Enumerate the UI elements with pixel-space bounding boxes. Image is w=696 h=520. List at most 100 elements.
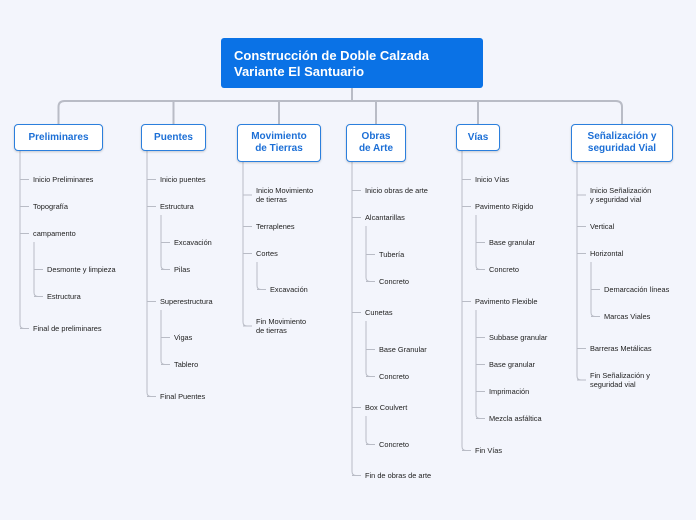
topic-label: Final de preliminares	[33, 324, 102, 333]
connector-curve	[146, 392, 152, 397]
topic-node[interactable]: Barreras Metálicas	[590, 344, 652, 353]
topic-node[interactable]: Base granular	[489, 238, 535, 247]
topic-label: Cunetas	[365, 308, 393, 317]
topic-label: y seguridad vial	[590, 195, 642, 204]
connector-curve	[475, 414, 481, 419]
branch-label: de Tierras	[255, 143, 303, 154]
connector-curve	[351, 471, 357, 476]
topic-node[interactable]: Terraplenes	[256, 222, 295, 231]
connector-curve	[365, 372, 371, 377]
topic-node[interactable]: Inicio Vías	[475, 175, 509, 184]
branch-label: Puentes	[154, 131, 193, 143]
topic-node[interactable]: Estructura	[160, 202, 194, 211]
topic-label: de tierras	[256, 195, 287, 204]
topic-node[interactable]: Pavimento Flexible	[475, 297, 537, 306]
connector-curve	[365, 440, 371, 445]
branch-node[interactable]: Vías	[456, 124, 500, 151]
topic-node[interactable]: Desmonte y limpieza	[47, 265, 116, 274]
branch-label: seguridad Vial	[587, 143, 657, 154]
root-node[interactable]: Construcción de Doble Calzada Variante E…	[221, 38, 483, 88]
connector-curve	[590, 312, 596, 317]
root-title-line-2: Variante El Santuario	[234, 64, 365, 79]
topic-label: Inicio Vías	[475, 175, 510, 184]
topic-node[interactable]: Fin Vías	[475, 446, 502, 455]
topic-node[interactable]: Concreto	[379, 440, 409, 449]
topic-node[interactable]: Demarcación líneas	[604, 285, 669, 294]
topic-label: Inicio puentes	[160, 175, 206, 184]
topic-node[interactable]: Inicio puentes	[160, 175, 206, 184]
topic-node[interactable]: Horizontal	[590, 249, 623, 258]
topic-node[interactable]: Final de preliminares	[33, 324, 102, 333]
connector-curve	[33, 292, 39, 297]
topic-label: Terraplenes	[256, 222, 295, 231]
topic-label: Superestructura	[160, 297, 213, 306]
topic-node[interactable]: Imprimación	[489, 387, 529, 396]
topic-node[interactable]: Final Puentes	[160, 392, 205, 401]
topic-label: Tubería	[379, 250, 405, 259]
branch-node[interactable]: Puentes	[141, 124, 206, 151]
topic-node[interactable]: Superestructura	[160, 297, 213, 306]
topic-label: Barreras Metálicas	[590, 344, 652, 353]
topic-node[interactable]: Cunetas	[365, 308, 393, 317]
topic-node[interactable]: Inicio obras de arte	[365, 186, 428, 195]
topic-node[interactable]: campamento	[33, 229, 76, 238]
topic-label: Concreto	[379, 372, 409, 381]
topic-node[interactable]: Pilas	[174, 265, 190, 274]
topic-node[interactable]: Topografía	[33, 202, 68, 211]
branch-node[interactable]: Preliminares	[14, 124, 103, 151]
topic-node[interactable]: Base Granular	[379, 345, 427, 354]
topic-label: Pilas	[174, 265, 191, 274]
topic-node[interactable]: Vigas	[174, 333, 192, 342]
topic-node[interactable]: Concreto	[379, 277, 409, 286]
topic-node[interactable]: Mezcla asfáltica	[489, 414, 542, 423]
connector-curve	[576, 375, 582, 381]
topic-label: Fin de obras de arte	[365, 471, 432, 480]
topic-node[interactable]: Alcantarillas	[365, 213, 405, 222]
topic-label: seguridad vial	[590, 380, 636, 389]
topic-label: de tierras	[256, 326, 287, 335]
topic-node[interactable]: Pavimento Rígido	[475, 202, 533, 211]
topic-node[interactable]: Base granular	[489, 360, 535, 369]
topic-label: Final Puentes	[160, 392, 206, 401]
topic-label: Estructura	[160, 202, 194, 211]
topic-label: Desmonte y limpieza	[47, 265, 116, 274]
topic-node[interactable]: Vertical	[590, 222, 614, 231]
topic-label: Base granular	[489, 238, 536, 247]
topic-label: Excavación	[270, 285, 308, 294]
connector-curve	[242, 321, 248, 327]
connector-curve	[461, 446, 467, 451]
topic-label: Base granular	[489, 360, 536, 369]
topic-label: Topografía	[33, 202, 68, 211]
topic-node[interactable]: Estructura	[47, 292, 81, 301]
topic-node[interactable]: Concreto	[379, 372, 409, 381]
topic-label: Concreto	[489, 265, 519, 274]
topic-label: Inicio obras de arte	[365, 186, 428, 195]
topic-node[interactable]: Fin de obras de arte	[365, 471, 431, 480]
topic-label: Inicio Preliminares	[33, 175, 94, 184]
topic-node[interactable]: Cortes	[256, 249, 278, 258]
topic-label: Concreto	[379, 440, 409, 449]
topic-node[interactable]: Box Coulvert	[365, 403, 407, 412]
topic-node[interactable]: Tubería	[379, 250, 404, 259]
topic-label: Marcas Viales	[604, 312, 651, 321]
topic-node[interactable]: Excavación	[270, 285, 308, 294]
topic-label: Inicio Señalización	[590, 186, 652, 195]
topic-label: Pavimento Flexible	[475, 297, 538, 306]
topic-node[interactable]: Concreto	[489, 265, 519, 274]
topic-label: Demarcación líneas	[604, 285, 670, 294]
topic-node[interactable]: Marcas Viales	[604, 312, 650, 321]
topic-node[interactable]: Tablero	[174, 360, 198, 369]
topic-node[interactable]: Subbase granular	[489, 333, 547, 342]
branch-label: Señalización y	[587, 131, 657, 142]
topic-node[interactable]: Excavación	[174, 238, 212, 247]
topic-node[interactable]: Inicio Preliminares	[33, 175, 93, 184]
topic-label: Pavimento Rígido	[475, 202, 534, 211]
